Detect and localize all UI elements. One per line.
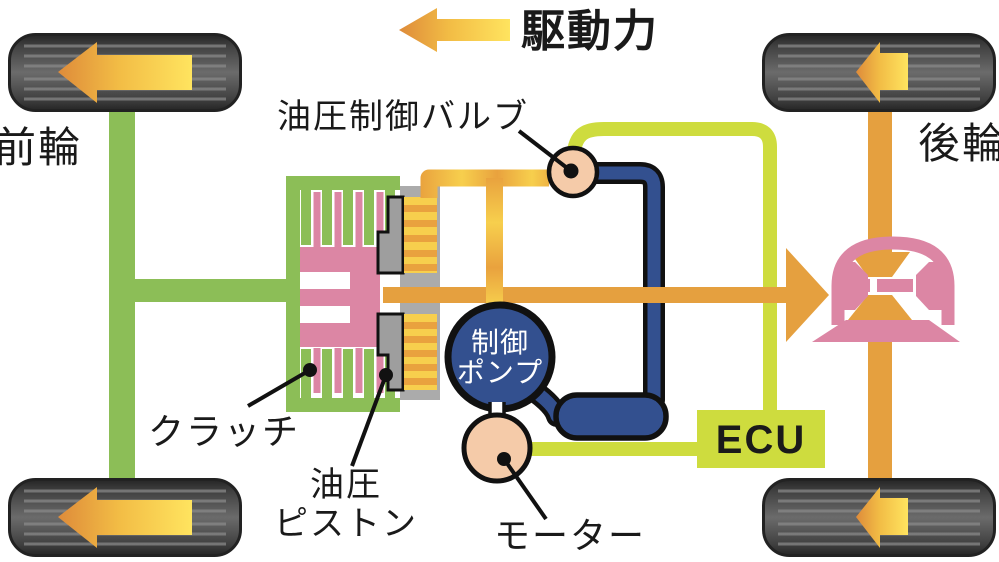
rear-wheel-label: 後輪 xyxy=(918,120,999,167)
motor-label: モーター xyxy=(494,515,646,556)
clutch-plates-pink xyxy=(313,192,384,393)
control-pump-group: 制御 ポンプ xyxy=(444,301,556,484)
valve-label: 油圧制御バルブ xyxy=(277,98,529,136)
hydraulic-piston-upper xyxy=(376,195,437,275)
ecu-label: ECU xyxy=(716,418,806,462)
front-axle xyxy=(109,110,288,480)
drive-force-arrow xyxy=(399,8,510,52)
hydraulic-piston-lower xyxy=(376,312,437,392)
piston-label-line2: ピストン xyxy=(274,505,418,543)
rear-differential xyxy=(812,236,960,342)
drive-force-label: 駆動力 xyxy=(521,7,659,56)
valve-to-ecu-line xyxy=(566,122,777,412)
propeller-shaft xyxy=(383,248,829,342)
pump-label-line1: 制御 xyxy=(471,327,529,358)
clutch-hub xyxy=(300,247,380,347)
clutch-label: クラッチ xyxy=(148,411,300,452)
annotations: 前輪 後輪 油圧制御バルブ クラッチ 油圧 ピストン モーター xyxy=(0,98,999,556)
clutch-housing xyxy=(286,176,400,412)
ecu-signal-lines xyxy=(520,122,777,456)
accumulator xyxy=(553,392,669,441)
hydraulic-oil-line xyxy=(420,169,549,306)
motor xyxy=(461,412,533,484)
piston-label-line1: 油圧 xyxy=(310,466,382,504)
drive-force-legend: 駆動力 xyxy=(399,7,659,56)
ecu-box: ECU xyxy=(697,410,825,468)
front-wheel-label: 前輪 xyxy=(0,124,82,171)
clutch-assembly xyxy=(286,176,440,412)
hydraulic-blue-pipes xyxy=(511,162,669,441)
pump-label-line2: ポンプ xyxy=(457,357,543,388)
